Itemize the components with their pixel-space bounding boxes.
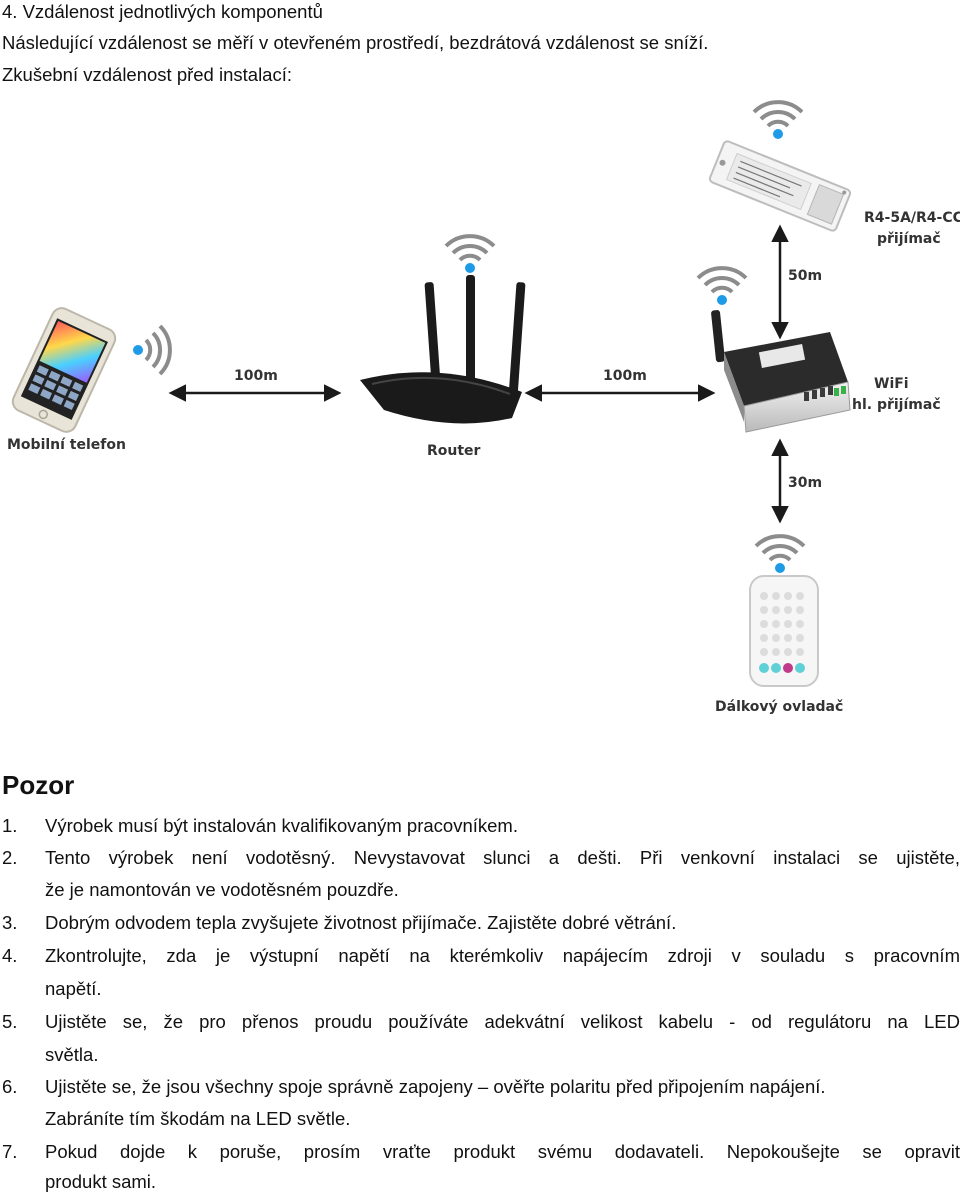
item-text: Zabráníte tím škodám na LED světle. bbox=[45, 1108, 351, 1129]
router-icon bbox=[360, 275, 526, 424]
router-label: Router bbox=[427, 443, 481, 459]
section-title: 4. Vzdálenost jednotlivých komponentů bbox=[2, 1, 323, 22]
item-text: produkt sami. bbox=[45, 1171, 157, 1192]
item-text: Ujistěte se, že pro přenos proudu použív… bbox=[45, 1011, 960, 1032]
wifi-label-line1: WiFi bbox=[874, 376, 909, 392]
receiver-label-line2: přijímač bbox=[877, 231, 941, 247]
phone-label: Mobilní telefon bbox=[7, 437, 126, 453]
item-number: 4. bbox=[2, 945, 18, 966]
distance-label-phone-router: 100m bbox=[234, 368, 278, 384]
item-text: Pokud dojde k poruše, prosím vraťte prod… bbox=[45, 1141, 960, 1162]
remote-control-icon bbox=[749, 575, 819, 687]
item-number: 2. bbox=[2, 847, 18, 868]
wifi-signal-icon bbox=[752, 100, 804, 139]
item-text: Dobrým odvodem tepla zvyšujete životnost… bbox=[45, 912, 677, 933]
item-text: že je namontován ve vodotěsném pouzdře. bbox=[45, 879, 399, 900]
wifi-signal-icon bbox=[133, 324, 172, 376]
wifi-receiver-icon bbox=[711, 310, 851, 433]
item-text: Výrobek musí být instalován kvalifikovan… bbox=[45, 815, 518, 836]
item-number: 3. bbox=[2, 912, 18, 933]
item-text: Tento výrobek není vodotěsný. Nevystavov… bbox=[45, 847, 960, 868]
distance-label-wifi-remote: 30m bbox=[788, 475, 822, 491]
item-number: 1. bbox=[2, 815, 18, 836]
item-text: světla. bbox=[45, 1044, 99, 1065]
phone-icon bbox=[11, 307, 117, 433]
test-distance-text: Zkušební vzdálenost před instalací: bbox=[2, 64, 292, 85]
wifi-label-line2: hl. přijímač bbox=[852, 397, 941, 413]
item-number: 5. bbox=[2, 1011, 18, 1032]
wifi-signal-icon bbox=[754, 534, 806, 573]
remote-label: Dálkový ovladač bbox=[715, 699, 843, 715]
item-number: 6. bbox=[2, 1076, 18, 1097]
item-text: Zkontrolujte, zda je výstupní napětí na … bbox=[45, 945, 960, 966]
wifi-signal-icon bbox=[444, 234, 496, 273]
item-text: napětí. bbox=[45, 978, 102, 999]
wifi-signal-icon bbox=[696, 266, 748, 305]
distance-label-wifi-receiver: 50m bbox=[788, 268, 822, 284]
item-number: 7. bbox=[2, 1141, 18, 1162]
intro-text: Následující vzdálenost se měří v otevřen… bbox=[2, 32, 709, 53]
distance-diagram: 100m 100m 50m 30m Mobilní telefon Router… bbox=[7, 100, 960, 715]
distance-label-router-wifi: 100m bbox=[603, 368, 647, 384]
warning-title: Pozor bbox=[2, 770, 75, 800]
receiver-icon bbox=[708, 140, 852, 232]
item-text: Ujistěte se, že jsou všechny spoje správ… bbox=[45, 1076, 826, 1097]
receiver-label-line1: R4-5A/R4-CC bbox=[864, 210, 960, 226]
